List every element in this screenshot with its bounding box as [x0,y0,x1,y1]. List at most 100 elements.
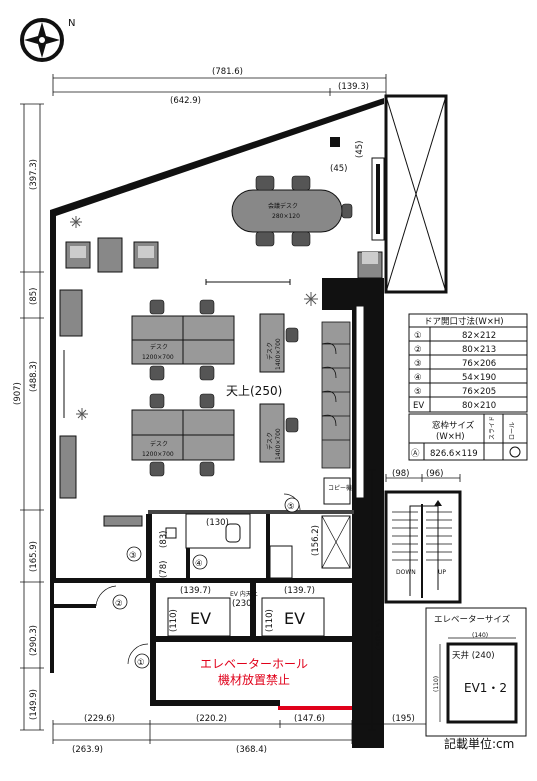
dim-ev-110b: (110) [265,609,275,632]
window-table-key: Ⓐ [411,449,420,459]
dim-left-488: (488.3) [29,361,39,392]
left-dimension-lines [20,103,44,731]
door-table-key-5: ⑤ [414,387,422,397]
pillar [330,137,340,147]
vertical-desk-1 [259,313,299,373]
dim-left-290: (290.3) [29,625,39,656]
ceiling-height-label: 天上(250) [226,384,282,398]
door-table-val-3: 76×206 [462,359,496,369]
dim-right-503: (503.5) [375,619,385,650]
door-table-key-2: ② [414,345,422,355]
desk-size-2: 1200×700 [142,451,174,458]
dim-kitchen-156: (156.2) [311,525,321,556]
door-table-title: ドア開口寸法(W×H) [424,316,504,327]
window-col-roll: ロール [509,422,516,440]
door-5-marker [284,497,300,513]
desk-island-1 [131,299,235,381]
dim-ev-139a: (139.7) [180,586,211,596]
compass-north-label: N [68,18,75,29]
window-frame [376,164,380,234]
armchair-icon [357,251,383,279]
plant-icons [70,216,318,420]
cabinet [59,289,83,337]
vdesk-label-1: デスク [266,342,274,360]
elevator-box-ceiling: 天井 (240) [452,650,495,661]
stair-down-label: DOWN [396,569,416,576]
dim-wc-78: (78) [159,561,169,578]
elevator-hall [150,642,352,710]
desk-island-2 [131,393,235,477]
elevator-box-title: エレベーターサイズ [434,614,511,625]
core-walls [322,278,384,748]
dim-left-165: (165.9) [29,541,39,572]
dim-left-total: (907) [13,382,23,405]
cabinet-2 [59,435,77,499]
vdesk-size-2: 1400×700 [275,428,282,460]
dim-ev-139b: (139.7) [284,586,315,596]
elevator-box-name: EV1・2 [464,681,507,695]
dim-top-right: (139.3) [338,82,369,92]
ev-ceiling-value: (230) [232,599,255,609]
rooftop-box [384,94,448,294]
door-table-val-6: 80×210 [462,401,496,411]
meeting-desk-label: 会議デスク [268,202,298,210]
bottom-dimension-lines [52,720,431,744]
desk-label-1: デスク [150,343,168,351]
elevator-box-depth: (110) [433,676,440,692]
door-3-label: ③ [129,551,137,561]
unit-label: 記載単位:cm [444,736,514,751]
door-4-label: ④ [195,559,203,569]
dim-top-total: (781.6) [212,67,243,77]
partition-wall [148,510,354,514]
door-1-label: ① [137,658,145,668]
dim-left-149: (149.9) [29,689,39,720]
door-table-val-1: 82×212 [462,331,496,341]
desk-label-2: デスク [150,440,168,448]
door-table-key-3: ③ [414,359,422,369]
window-table-subtitle: (W×H) [436,432,465,442]
dim-bottom-229: (229.6) [84,714,115,724]
elevator-box-width: (140) [472,632,488,639]
door-table-val-2: 80×213 [462,345,496,355]
outer-walls [50,98,384,673]
ev-2-label: EV [284,609,305,628]
vdesk-size-1: 1400×700 [275,338,282,370]
door-table-val-4: 54×190 [462,373,496,383]
dim-top-main: (642.9) [170,96,201,106]
dim-stair-98: (98) [392,469,409,479]
dim-pillar-45b: (45) [330,164,347,174]
stair-up-label: UP [438,569,446,576]
vertical-desk-2 [259,403,299,463]
ev-1-label: EV [190,609,211,628]
window-col-slide: スライド [489,416,496,440]
dim-bottom-195: (195) [392,714,415,724]
dim-bottom-263: (263.9) [72,745,103,755]
dim-wc-83: (83) [159,531,169,548]
dim-bottom-220: (220.2) [196,714,227,724]
copier [323,477,351,505]
meeting-desk-size: 280×120 [272,213,300,220]
door-table-key-6: EV [413,401,424,411]
door-table-key-4: ④ [414,373,422,383]
door-table-key-1: ① [414,331,422,341]
door-5-label: ⑤ [287,502,295,512]
wc-area [103,513,351,579]
dim-left-85: (85) [29,288,39,305]
hall-warning: 機材放置禁止 [218,672,290,687]
meeting-desk [231,175,353,247]
vdesk-label-2: デスク [266,432,274,450]
dim-stair-lines [385,474,461,482]
dim-ev-110a: (110) [169,609,179,632]
dim-stair-96: (96) [426,469,443,479]
window-table-value: 826.6×119 [430,449,478,459]
door-size-table [408,313,528,413]
copier-label: コピー機 [328,484,352,492]
door-table-val-5: 76×205 [462,387,496,397]
dim-pillar-45a: (45) [355,141,365,158]
elevator-shafts [150,582,354,642]
hall-label: エレベーターホール [200,657,308,671]
compass-icon [20,18,64,62]
dim-left-upper: (397.3) [29,159,39,190]
dim-wc-130: (130) [206,518,229,528]
